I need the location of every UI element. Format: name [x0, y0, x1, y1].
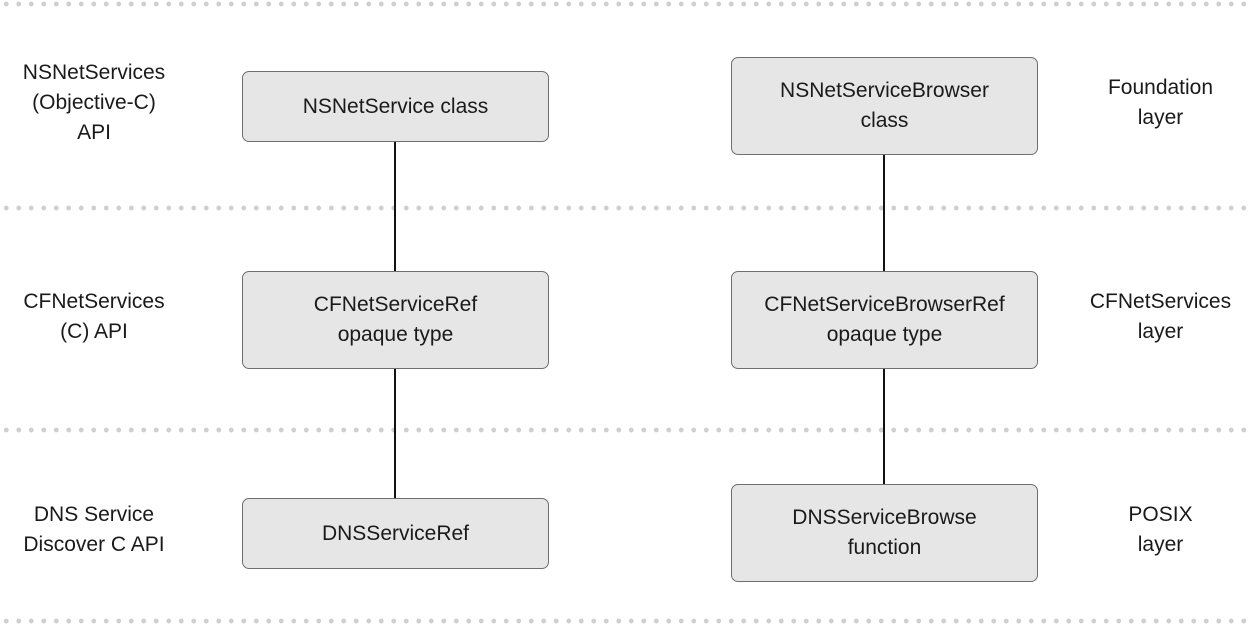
- box-nsnetservice: NSNetService class: [242, 71, 549, 142]
- connector-service-2-3: [394, 368, 396, 498]
- connector-browser-1-2: [883, 154, 885, 271]
- right-label-cfnetservices-layer: CFNetServices layer: [1089, 290, 1232, 343]
- layer-divider-top: [0, 1, 1249, 7]
- box-cfnetserviceref: CFNetServiceRef opaque type: [242, 271, 549, 369]
- layer-divider-1: [0, 205, 1249, 211]
- connector-service-1-2: [394, 141, 396, 271]
- box-cfnetservicebrowserref: CFNetServiceBrowserRef opaque type: [731, 271, 1038, 369]
- left-label-objc-api: NSNetServices (Objective-C) API: [22, 61, 166, 144]
- layer-divider-2: [0, 427, 1249, 433]
- connector-browser-2-3: [883, 368, 885, 485]
- right-label-foundation-layer: Foundation layer: [1107, 76, 1214, 129]
- right-label-posix-layer: POSIX layer: [1128, 503, 1193, 556]
- left-label-c-api: CFNetServices (C) API: [23, 290, 165, 343]
- box-dnsservicebrowse: DNSServiceBrowse function: [731, 484, 1038, 582]
- box-dnsserviceref: DNSServiceRef: [242, 498, 549, 569]
- left-label-dns-api: DNS Service Discover C API: [23, 503, 165, 556]
- box-nsnetservicebrowser: NSNetServiceBrowser class: [731, 57, 1038, 155]
- layer-divider-bottom: [0, 618, 1249, 624]
